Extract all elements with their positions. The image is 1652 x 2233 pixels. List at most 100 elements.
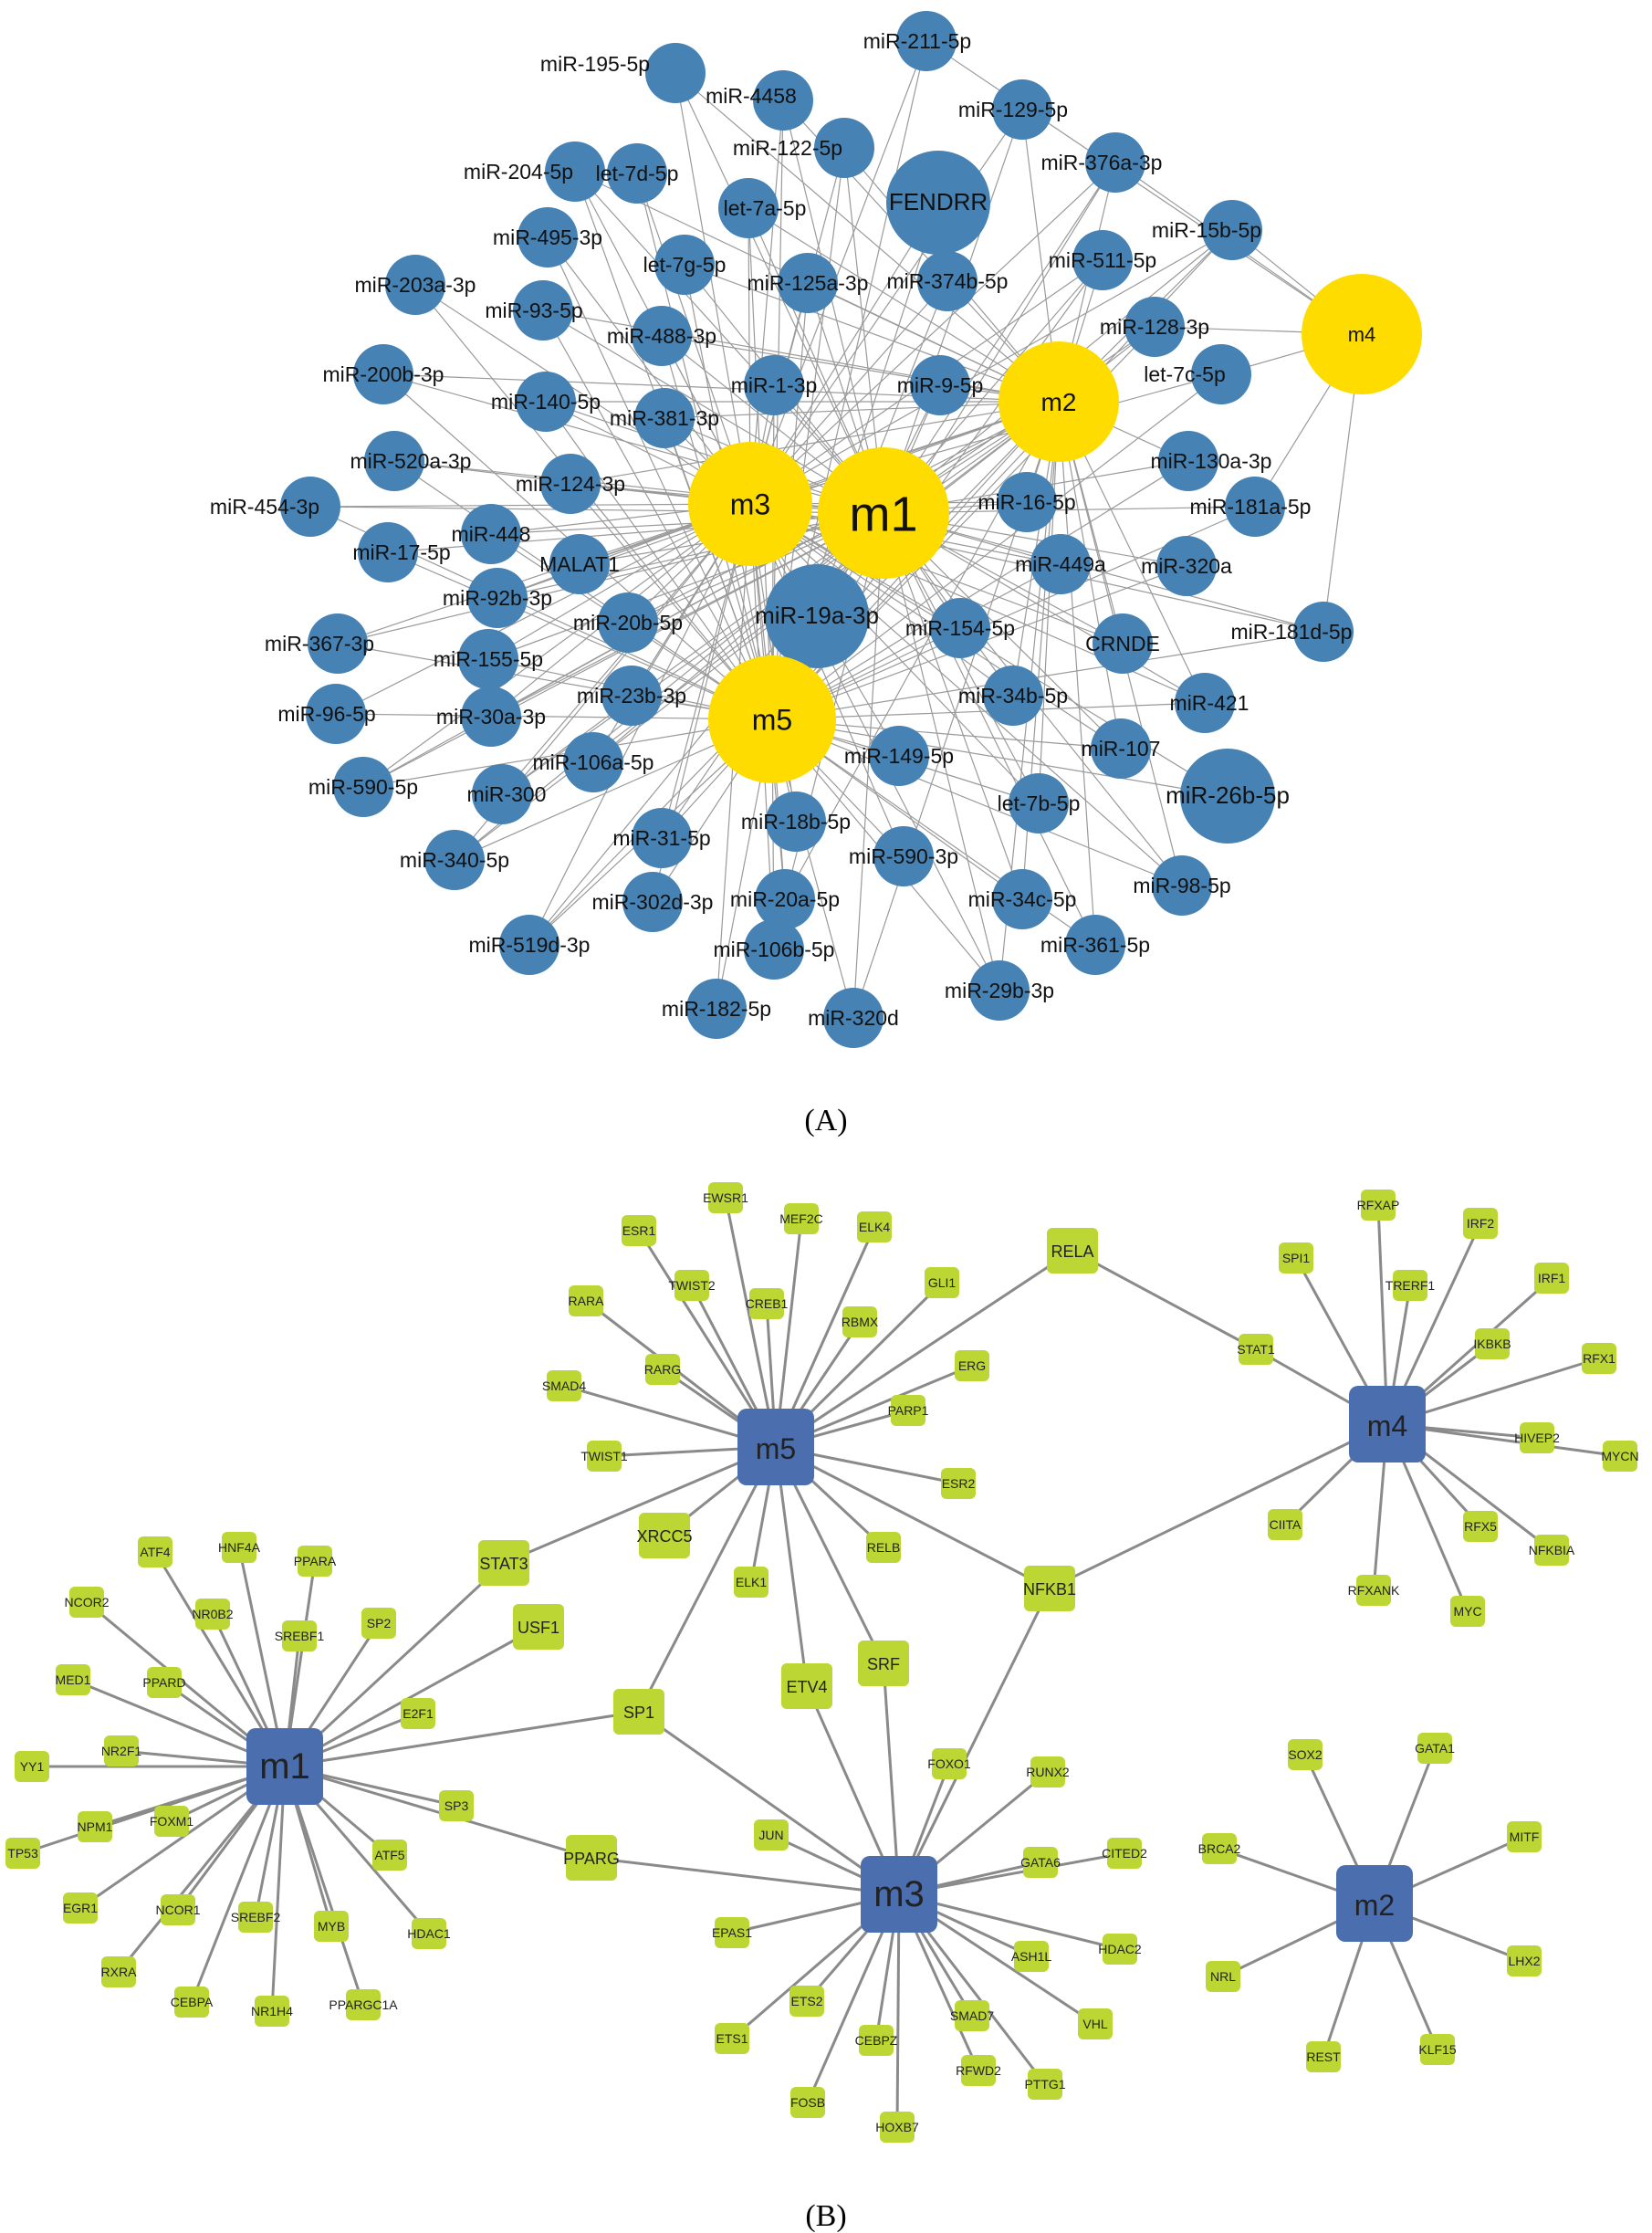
gene-node-sp2[interactable] [361,1608,396,1639]
ncrna-node-mir-519d-3p[interactable] [499,915,559,975]
ncrna-node-mir-129-5p[interactable] [992,79,1052,140]
ncrna-node-mir-367-3p[interactable] [308,613,368,674]
gene-node-hnf4a[interactable] [222,1532,256,1563]
gene-node-cebpa[interactable] [174,1987,209,2018]
gene-node-ciita[interactable] [1268,1509,1302,1540]
gene-node-mef2c[interactable] [784,1203,819,1234]
gene-node-klf15[interactable] [1420,2034,1455,2065]
ncrna-node-mir-96-5p[interactable] [306,684,366,744]
ncrna-node-mir-23b-3p[interactable] [601,666,662,726]
ncrna-node-crnde[interactable] [1093,613,1153,674]
ncrna-node-mir-511-5p[interactable] [1072,230,1133,290]
gene-node-gli1[interactable] [925,1267,959,1298]
gene-node-cited2[interactable] [1107,1838,1142,1869]
ncrna-node-mir-182-5p[interactable] [686,979,747,1039]
gene-node-rela[interactable] [1047,1228,1098,1274]
gene-node-ewsr1[interactable] [708,1182,743,1213]
gene-node-nrl[interactable] [1206,1961,1240,1992]
gene-node-srf[interactable] [858,1641,909,1686]
ncrna-node-mir-15b-5p[interactable] [1202,200,1262,260]
gene-node-irf1[interactable] [1534,1263,1569,1294]
gene-node-med1[interactable] [56,1664,90,1695]
ncrna-node-mir-9-5p[interactable] [910,355,970,415]
ncrna-node-mir-320a[interactable] [1156,536,1217,596]
ncrna-node-mir-495-3p[interactable] [518,207,578,267]
gene-node-rarg[interactable] [645,1354,680,1385]
gene-node-myc[interactable] [1450,1596,1485,1627]
ncrna-node-mir-107[interactable] [1091,718,1151,779]
gene-node-fosb[interactable] [790,2087,825,2118]
gene-node-esr2[interactable] [941,1468,976,1499]
ncrna-node-mir-130a-3p[interactable] [1158,431,1218,491]
ncrna-node-mir-454-3p[interactable] [280,477,340,537]
ncrna-node-mir-361-5p[interactable] [1065,915,1125,975]
ncrna-node-let-7a-5p[interactable] [718,178,779,238]
ncrna-node-mir-125a-3p[interactable] [778,253,838,313]
ncrna-node-mir-449a[interactable] [1030,534,1091,594]
ncrna-node-mir-200b-3p[interactable] [353,344,413,404]
gene-node-nr1h4[interactable] [255,1996,289,2027]
gene-node-rara[interactable] [569,1285,603,1316]
gene-node-trerf1[interactable] [1393,1270,1427,1301]
gene-node-rfwd2[interactable] [961,2055,996,2086]
gene-node-sp1[interactable] [613,1689,664,1735]
gene-node-esr1[interactable] [622,1215,656,1246]
ncrna-node-mir-320d[interactable] [823,988,884,1048]
ncrna-node-mir-19a-3p[interactable] [765,564,869,668]
module-node-m2[interactable] [999,341,1119,462]
ncrna-node-mir-204-5p[interactable] [545,142,605,202]
gene-node-rxra[interactable] [101,1956,136,1987]
ncrna-node-mir-31-5p[interactable] [632,808,692,868]
gene-node-hivep2[interactable] [1520,1422,1554,1453]
module-node-m5[interactable] [708,655,836,783]
ncrna-node-mir-488-3p[interactable] [632,306,692,366]
ncrna-node-let-7b-5p[interactable] [1009,773,1069,833]
gene-node-twist2[interactable] [674,1270,709,1301]
gene-node-creb1[interactable] [749,1288,784,1319]
gene-node-nfkb1[interactable] [1024,1566,1075,1611]
ncrna-node-mir-140-5p[interactable] [516,372,576,432]
ncrna-node-mir-18b-5p[interactable] [766,792,826,852]
gene-node-ncor1[interactable] [161,1894,195,1925]
module-box-m4[interactable] [1349,1386,1426,1462]
gene-node-ets1[interactable] [715,2023,749,2054]
ncrna-node-mir-128-3p[interactable] [1124,297,1185,357]
module-box-m5[interactable] [737,1409,814,1485]
gene-node-rfx1[interactable] [1582,1343,1616,1374]
module-node-m4[interactable] [1302,274,1422,394]
ncrna-node-mir-20b-5p[interactable] [598,592,658,653]
gene-node-ppara[interactable] [298,1546,332,1577]
gene-node-irf2[interactable] [1463,1208,1498,1239]
gene-node-smad4[interactable] [547,1370,581,1401]
ncrna-node-fendrr[interactable] [886,151,990,255]
gene-node-ikbkb[interactable] [1475,1328,1510,1359]
ncrna-node-mir-302d-3p[interactable] [622,872,683,932]
gene-node-runx2[interactable] [1030,1756,1065,1787]
gene-node-pttg1[interactable] [1028,2069,1062,2100]
gene-node-mitf[interactable] [1507,1821,1542,1852]
gene-node-smad7[interactable] [955,2000,989,2031]
gene-node-tp53[interactable] [5,1838,40,1869]
gene-node-hdac2[interactable] [1103,1934,1137,1965]
gene-node-twist1[interactable] [587,1441,622,1472]
ncrna-node-mir-195-5p[interactable] [645,43,706,103]
gene-node-gata1[interactable] [1417,1733,1452,1764]
gene-node-yy1[interactable] [15,1751,49,1782]
gene-node-etv4[interactable] [781,1663,832,1709]
ncrna-node-let-7g-5p[interactable] [654,235,715,295]
gene-node-foxm1[interactable] [154,1806,189,1837]
gene-node-sox2[interactable] [1288,1739,1323,1770]
gene-node-stat3[interactable] [478,1540,529,1586]
gene-node-srebf2[interactable] [238,1902,273,1933]
ncrna-node-mir-181a-5p[interactable] [1225,477,1285,537]
module-node-m1[interactable] [818,447,949,579]
gene-node-ets2[interactable] [789,1986,824,2017]
ncrna-node-mir-122-5p[interactable] [814,118,874,178]
gene-node-usf1[interactable] [513,1604,564,1650]
gene-node-hdac1[interactable] [412,1918,446,1949]
ncrna-node-mir-93-5p[interactable] [513,280,573,341]
module-box-m1[interactable] [246,1728,323,1805]
ncrna-node-mir-374b-5p[interactable] [917,251,978,311]
ncrna-node-let-7c-5p[interactable] [1191,344,1251,404]
ncrna-node-mir-340-5p[interactable] [424,830,485,890]
